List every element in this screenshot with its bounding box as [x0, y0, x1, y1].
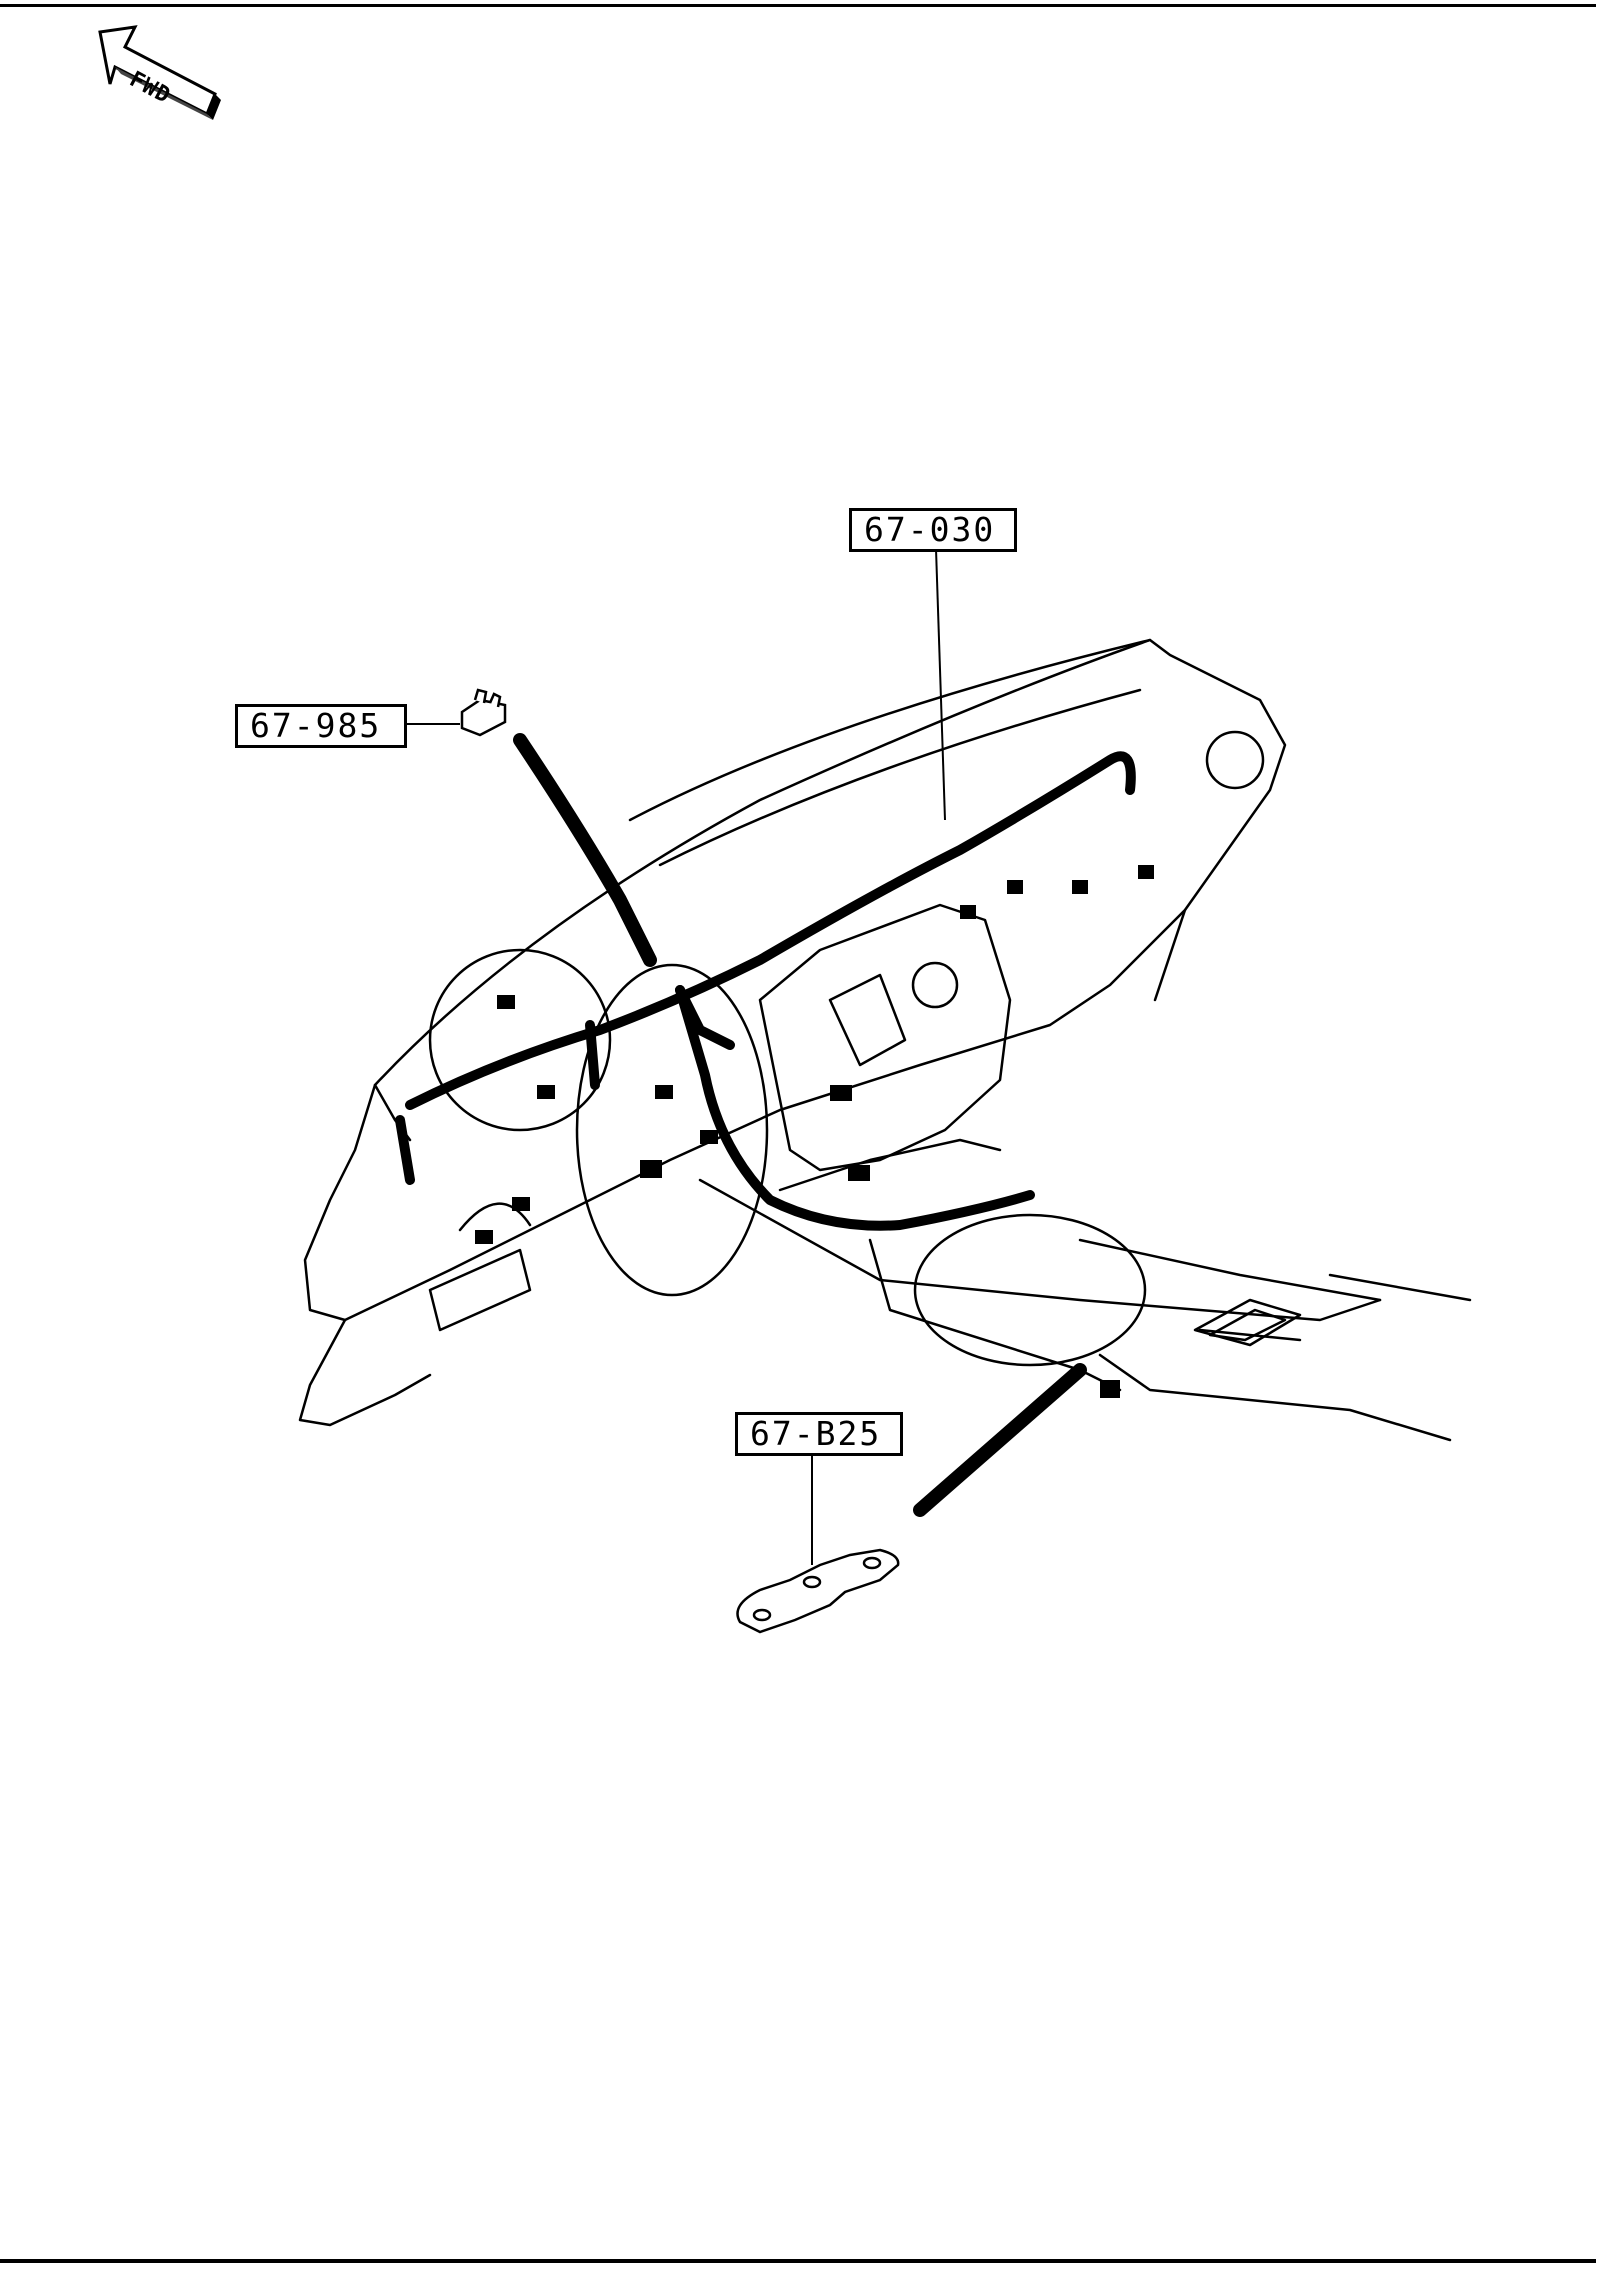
bottom-rule [0, 2259, 1596, 2263]
leader-arrow-clip [513, 733, 657, 967]
shifter [1193, 1298, 1302, 1347]
callout-clip-part-number[interactable]: 67-985 [235, 704, 407, 748]
lower-panel [298, 1318, 432, 1427]
clip-part [460, 688, 507, 737]
callout-bracket-part-number[interactable]: 67-B25 [735, 1412, 903, 1456]
top-rule [0, 4, 1596, 7]
callout-harness-part-number[interactable]: 67-030 [849, 508, 1017, 552]
leader-line-harness [935, 548, 946, 821]
fwd-indicator: FWD [95, 22, 225, 132]
bracket-part [736, 1548, 900, 1634]
tunnel [1098, 1353, 1452, 1442]
center-console [758, 903, 1012, 1172]
wire-harness-main [405, 751, 1136, 1110]
dashboard-outline [303, 638, 1287, 1322]
leader-arrow-bracket [913, 1363, 1087, 1517]
fwd-arrow-icon [98, 25, 221, 120]
